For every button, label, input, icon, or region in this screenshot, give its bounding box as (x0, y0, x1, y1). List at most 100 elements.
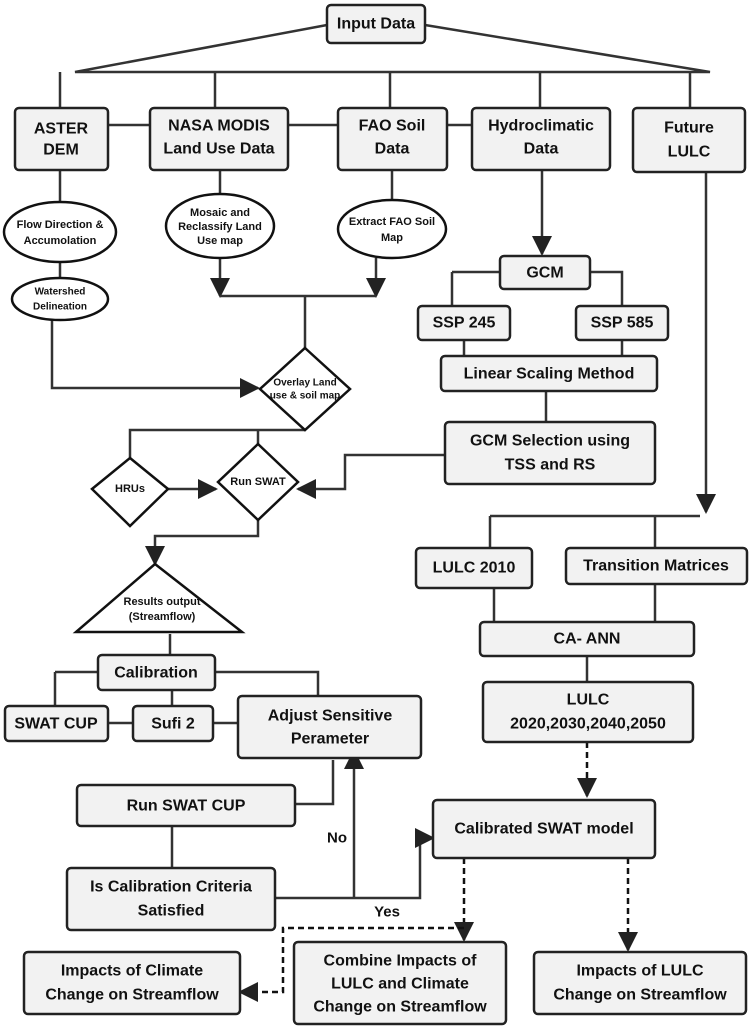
aster-dem-line2: DEM (43, 142, 79, 159)
fao-soil-line2: Data (375, 141, 410, 158)
calibrated-swat-label: Calibrated SWAT model (454, 821, 633, 838)
node-is-calibration: Is Calibration Criteria Satisfied (65, 866, 277, 932)
ssp245-label: SSP 245 (433, 315, 496, 332)
connector-combine-climate (238, 926, 464, 1002)
connector-input-left (74, 23, 711, 74)
mosaic-line2: Reclassify Land (178, 221, 262, 233)
fao-soil-line1: FAO Soil (359, 118, 426, 135)
hydroclimatic-line1: Hydroclimatic (488, 118, 594, 135)
ca-ann-label: CA- ANN (554, 631, 621, 648)
node-hrus: HRUs (90, 456, 170, 528)
node-impacts-climate: Impacts of Climate Change on Streamflow (22, 950, 242, 1016)
watershed-line1: Watershed (35, 287, 86, 298)
adjust-line2: Perameter (291, 731, 369, 748)
node-calibration: Calibration (96, 653, 217, 692)
node-aster-dem: ASTER DEM (13, 106, 110, 172)
connector-future-split (488, 514, 700, 548)
connector-runswat-results (145, 520, 260, 566)
node-linear-scaling: Linear Scaling Method (439, 354, 659, 393)
connectors (50, 23, 716, 1002)
is-calibration-line2: Satisfied (138, 903, 205, 920)
node-combine-impacts: Combine Impacts of LULC and Climate Chan… (292, 940, 508, 1026)
results-output-line1: Results output (124, 596, 201, 608)
connector-lulc-caann (492, 584, 657, 622)
node-extract-fao: Extract FAO Soil Map (336, 198, 448, 260)
lulc-future-line1: LULC (567, 692, 610, 709)
impacts-climate-line2: Change on Streamflow (45, 987, 219, 1004)
overlay-line2: use & soil map (270, 391, 341, 402)
connector-gcmsel-runswat (296, 453, 445, 499)
nasa-modis-line1: NASA MODIS (168, 118, 270, 135)
connector-merge-overlay (220, 294, 376, 348)
node-gcm-selection: GCM Selection using TSS and RS (443, 420, 657, 486)
node-watershed: Watershed Delineation (10, 276, 110, 322)
transition-matrices-label: Transition Matrices (583, 558, 729, 575)
node-impacts-lulc: Impacts of LULC Change on Streamflow (532, 950, 748, 1016)
gcm-selection-line1: GCM Selection using (470, 433, 630, 450)
lulc-2010-label: LULC 2010 (433, 560, 516, 577)
overlay-line1: Overlay Land (273, 378, 336, 389)
node-ssp585: SSP 585 (574, 304, 670, 342)
gcm-selection-line2: TSS and RS (505, 457, 596, 474)
node-lulc-2010: LULC 2010 (414, 546, 534, 590)
is-calibration-line1: Is Calibration Criteria (90, 879, 252, 896)
adjust-line1: Adjust Sensitive (268, 708, 393, 725)
node-run-swat-cup: Run SWAT CUP (75, 783, 297, 828)
impacts-lulc-line2: Change on Streamflow (553, 987, 727, 1004)
node-calibrated-swat: Calibrated SWAT model (431, 798, 657, 860)
connector-adjust-runcup (295, 760, 335, 806)
linear-scaling-label: Linear Scaling Method (464, 366, 635, 383)
ssp585-label: SSP 585 (591, 315, 654, 332)
run-swat-label: Run SWAT (230, 476, 286, 488)
combine-line3: Change on Streamflow (313, 999, 487, 1016)
connector-overlay-split (128, 428, 305, 458)
node-results-output: Results output (Streamflow) (72, 562, 246, 634)
aster-dem-line1: ASTER (34, 121, 89, 138)
node-ca-ann: CA- ANN (478, 620, 696, 658)
hrus-label: HRUs (115, 483, 145, 495)
connector-ssp-linear (462, 340, 624, 356)
node-swat-cup: SWAT CUP (3, 704, 110, 743)
node-future-lulc: Future LULC (631, 106, 747, 174)
lulc-future-line2: 2020,2030,2040,2050 (510, 716, 666, 733)
connector-gcm-ssp (450, 270, 624, 306)
combine-line1: Combine Impacts of (324, 953, 478, 970)
connector-yes (275, 828, 435, 900)
extract-fao-line2: Map (381, 232, 403, 244)
future-lulc-line1: Future (664, 120, 714, 137)
impacts-lulc-line1: Impacts of LULC (576, 963, 704, 980)
node-hydroclimatic: Hydroclimatic Data (470, 106, 612, 172)
edge-label-yes: Yes (374, 904, 400, 921)
calibration-label: Calibration (114, 665, 198, 682)
extract-fao-line1: Extract FAO Soil (349, 216, 435, 228)
impacts-climate-line1: Impacts of Climate (61, 963, 203, 980)
node-transition-matrices: Transition Matrices (564, 546, 749, 586)
node-flow-direction: Flow Direction & Accumolation (2, 200, 118, 264)
gcm-label: GCM (526, 265, 563, 282)
flow-direction-line1: Flow Direction & (17, 219, 104, 231)
node-adjust-sensitive: Adjust Sensitive Perameter (236, 694, 423, 760)
mosaic-line3: Use map (197, 235, 243, 247)
node-input-data: Input Data (325, 3, 427, 45)
node-run-swat: Run SWAT (216, 442, 300, 522)
node-ssp245: SSP 245 (416, 304, 512, 342)
combine-line2: LULC and Climate (331, 976, 469, 993)
results-output-line2: (Streamflow) (129, 611, 196, 623)
connector-watershed-overlay (50, 318, 260, 398)
swat-cup-label: SWAT CUP (14, 716, 98, 733)
edge-label-no: No (327, 830, 347, 847)
connector-calibration-split (53, 670, 320, 706)
connector-input-drops (58, 72, 692, 108)
node-lulc-future: LULC 2020,2030,2040,2050 (481, 680, 695, 744)
input-data-label: Input Data (337, 16, 415, 33)
mosaic-line1: Mosaic and (190, 207, 250, 219)
node-gcm: GCM (498, 254, 592, 291)
node-sufi2: Sufi 2 (131, 704, 215, 743)
node-nasa-modis: NASA MODIS Land Use Data (148, 106, 290, 172)
node-mosaic: Mosaic and Reclassify Land Use map (164, 192, 276, 260)
node-overlay: Overlay Land use & soil map (258, 346, 352, 432)
nasa-modis-line2: Land Use Data (163, 141, 274, 158)
sufi2-label: Sufi 2 (151, 716, 195, 733)
watershed-line2: Delineation (33, 302, 87, 313)
